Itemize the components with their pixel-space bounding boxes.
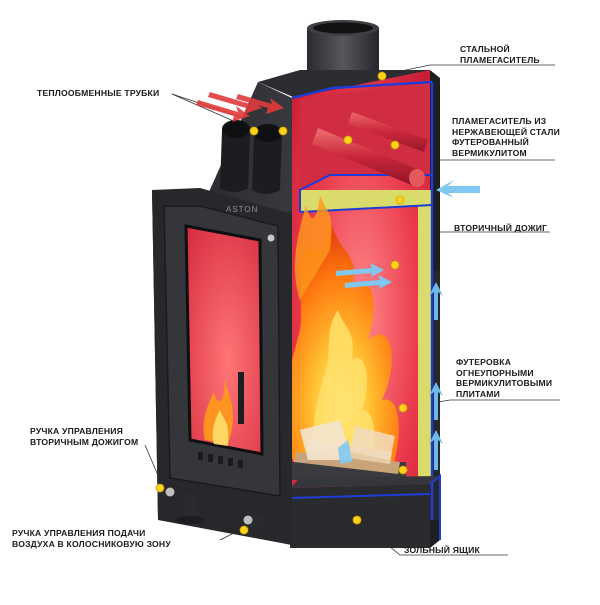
- marker-baffle-inner: [343, 135, 353, 145]
- label-secondary-handle: РУЧКА УПРАВЛЕНИЯ ВТОРИЧНЫМ ДОЖИГОМ: [30, 426, 139, 447]
- label-secondary-burn: ВТОРИЧНЫЙ ДОЖИГ: [454, 223, 548, 233]
- control-handles: [165, 487, 253, 525]
- label-heat-tubes: ТЕПЛООБМЕННЫЕ ТРУБКИ: [37, 88, 160, 98]
- marker-tube-b: [278, 126, 288, 136]
- door: ASTON: [152, 188, 292, 545]
- lining-air-arrows: [429, 282, 443, 470]
- marker-ash-box: [352, 515, 362, 525]
- callout-markers: [155, 71, 408, 535]
- firewood: [288, 420, 406, 480]
- secondary-burn-handle-knob: [165, 487, 175, 497]
- label-stainless-baffle: ПЛАМЕГАСИТЕЛЬ ИЗ НЕРЖАВЕЮЩЕЙ СТАЛИ ФУТЕР…: [452, 116, 561, 158]
- marker-secondary-handle: [155, 483, 165, 493]
- grate-air-handle-knob: [243, 515, 253, 525]
- marker-lining: [398, 403, 408, 413]
- marker-vermiculite-top: [395, 195, 405, 205]
- secondary-air-arrows: [336, 263, 392, 289]
- support-leg: [176, 494, 264, 528]
- marker-stainless-baffle: [390, 140, 400, 150]
- marker-lining-low: [398, 465, 408, 475]
- marker-secondary-burn: [390, 260, 400, 270]
- hot-air-arrows: [196, 92, 284, 122]
- marker-steel-baffle: [377, 71, 387, 81]
- marker-tube-a: [249, 126, 259, 136]
- ash-box: [289, 473, 441, 548]
- label-lining: ФУТЕРОВКА ОГНЕУПОРНЫМИ ВЕРМИКУЛИТОВЫМИ П…: [456, 357, 553, 399]
- marker-grate-handle: [239, 525, 249, 535]
- label-ash-box: ЗОЛЬНЫЙ ЯЩИК: [404, 545, 480, 555]
- label-steel-baffle: СТАЛЬНОЙ ПЛАМЕГАСИТЕЛЬ: [460, 44, 540, 65]
- brand-logo: ASTON: [226, 205, 258, 214]
- label-grate-air-handle: РУЧКА УПРАВЛЕНИЯ ПОДАЧИ ВОЗДУХА В КОЛОСН…: [12, 528, 171, 549]
